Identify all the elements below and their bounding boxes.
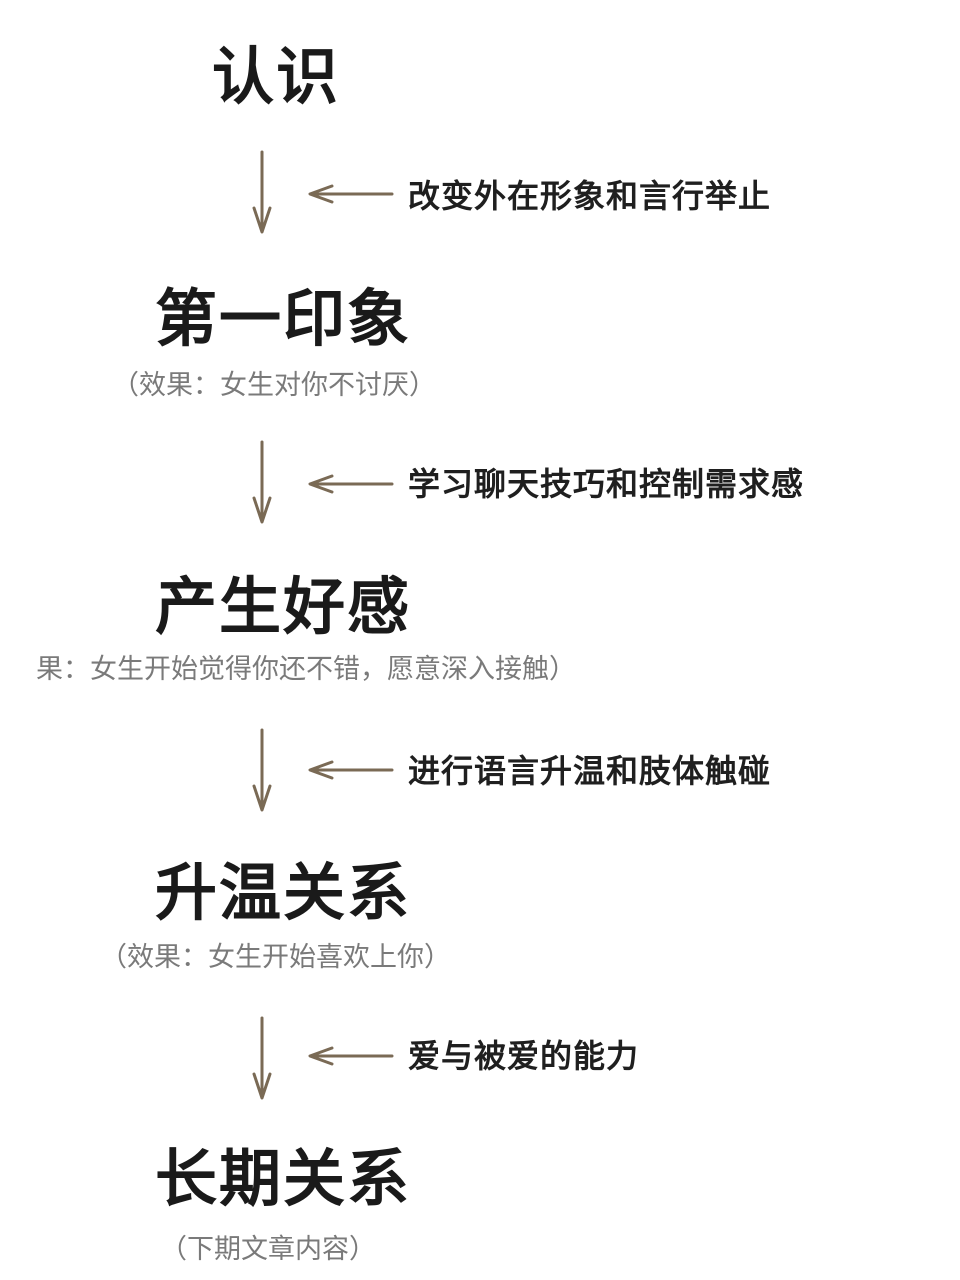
stage-title: 第一印象: [155, 282, 412, 355]
stage-title: 升温关系: [155, 856, 412, 929]
stage-effect: 果：女生开始觉得你还不错，愿意深入接触）: [36, 654, 576, 685]
transition-label: 进行语言升温和肢体触碰: [408, 752, 772, 790]
stage-effect: （效果：女生开始喜欢上你）: [100, 942, 451, 973]
arrow-group: [252, 150, 394, 1100]
stage-effect: （效果：女生对你不讨厌）: [112, 370, 436, 401]
stage-title: 认识: [212, 40, 341, 113]
stage-title: 长期关系: [155, 1142, 412, 1215]
down-arrow-icon: [252, 728, 272, 812]
left-arrow-icon: [308, 474, 394, 494]
down-arrow-icon: [252, 150, 272, 234]
stage-effect: （下期文章内容）: [160, 1234, 376, 1265]
transition-label: 爱与被爱的能力: [408, 1037, 640, 1075]
down-arrow-icon: [252, 440, 272, 524]
left-arrow-icon: [308, 760, 394, 780]
left-arrow-icon: [308, 184, 394, 204]
down-arrow-icon: [252, 1016, 272, 1100]
transition-label: 学习聊天技巧和控制需求感: [408, 465, 805, 503]
left-arrow-icon: [308, 1046, 394, 1066]
transition-label: 改变外在形象和言行举止: [408, 177, 772, 215]
stage-title: 产生好感: [155, 570, 412, 643]
